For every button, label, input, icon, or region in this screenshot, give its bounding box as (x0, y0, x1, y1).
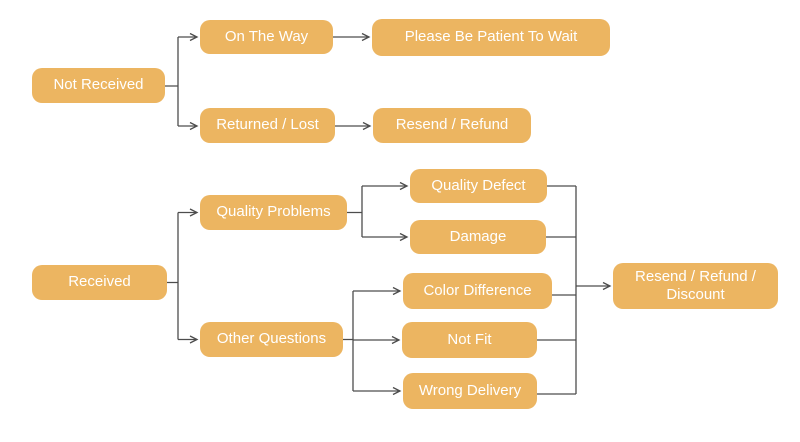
node-quality-problems: Quality Problems (200, 195, 347, 230)
node-on-the-way: On The Way (200, 20, 333, 54)
node-not-received: Not Received (32, 68, 165, 103)
node-resend-refund-discount: Resend / Refund / Discount (613, 263, 778, 309)
node-wrong-delivery: Wrong Delivery (403, 373, 537, 409)
node-not-fit: Not Fit (402, 322, 537, 358)
node-returned-lost: Returned / Lost (200, 108, 335, 143)
node-color-difference: Color Difference (403, 273, 552, 309)
node-quality-defect: Quality Defect (410, 169, 547, 203)
node-please-be-patient: Please Be Patient To Wait (372, 19, 610, 56)
node-damage: Damage (410, 220, 546, 254)
node-resend-refund: Resend / Refund (373, 108, 531, 143)
node-other-questions: Other Questions (200, 322, 343, 357)
connector-trunks (165, 37, 577, 395)
node-received: Received (32, 265, 167, 300)
